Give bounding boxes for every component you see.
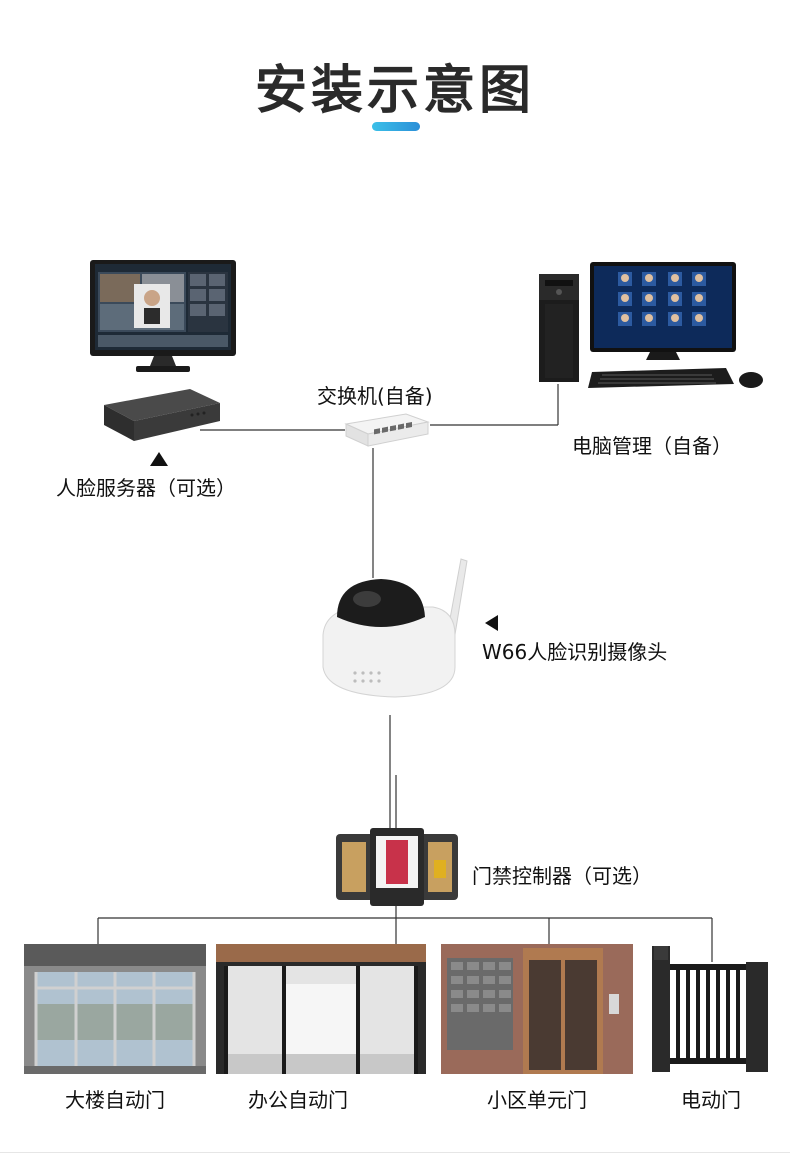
pc-tower-image (539, 274, 579, 382)
server-label: 人脸服务器（可选） (56, 476, 236, 500)
residential-unit-door-image (441, 944, 633, 1074)
face-monitor-image (90, 260, 236, 372)
title-accent-bar (372, 122, 420, 131)
door-label-3: 小区单元门 (487, 1088, 587, 1112)
electric-gate-image (652, 946, 768, 1072)
bottom-divider (0, 1152, 790, 1153)
door-label-2: 办公自动门 (248, 1088, 348, 1112)
access-controller-image (336, 828, 458, 906)
pc-label: 电脑管理（自备） (572, 434, 732, 458)
face-server-image (104, 389, 220, 441)
switch-label: 交换机(自备) (317, 384, 433, 408)
server-pointer-icon (150, 452, 168, 466)
pc-monitor-image (588, 262, 763, 388)
building-automatic-door-image (24, 944, 206, 1074)
network-switch-image (344, 413, 430, 447)
door-label-4: 电动门 (681, 1088, 741, 1112)
office-automatic-door-image (216, 944, 426, 1074)
camera-label: W66人脸识别摄像头 (482, 640, 668, 664)
controller-label: 门禁控制器（可选） (472, 864, 652, 888)
w66-camera-image (322, 558, 468, 698)
door-label-1: 大楼自动门 (65, 1088, 165, 1112)
page-title: 安装示意图 (254, 61, 535, 121)
camera-pointer-icon (485, 615, 498, 631)
